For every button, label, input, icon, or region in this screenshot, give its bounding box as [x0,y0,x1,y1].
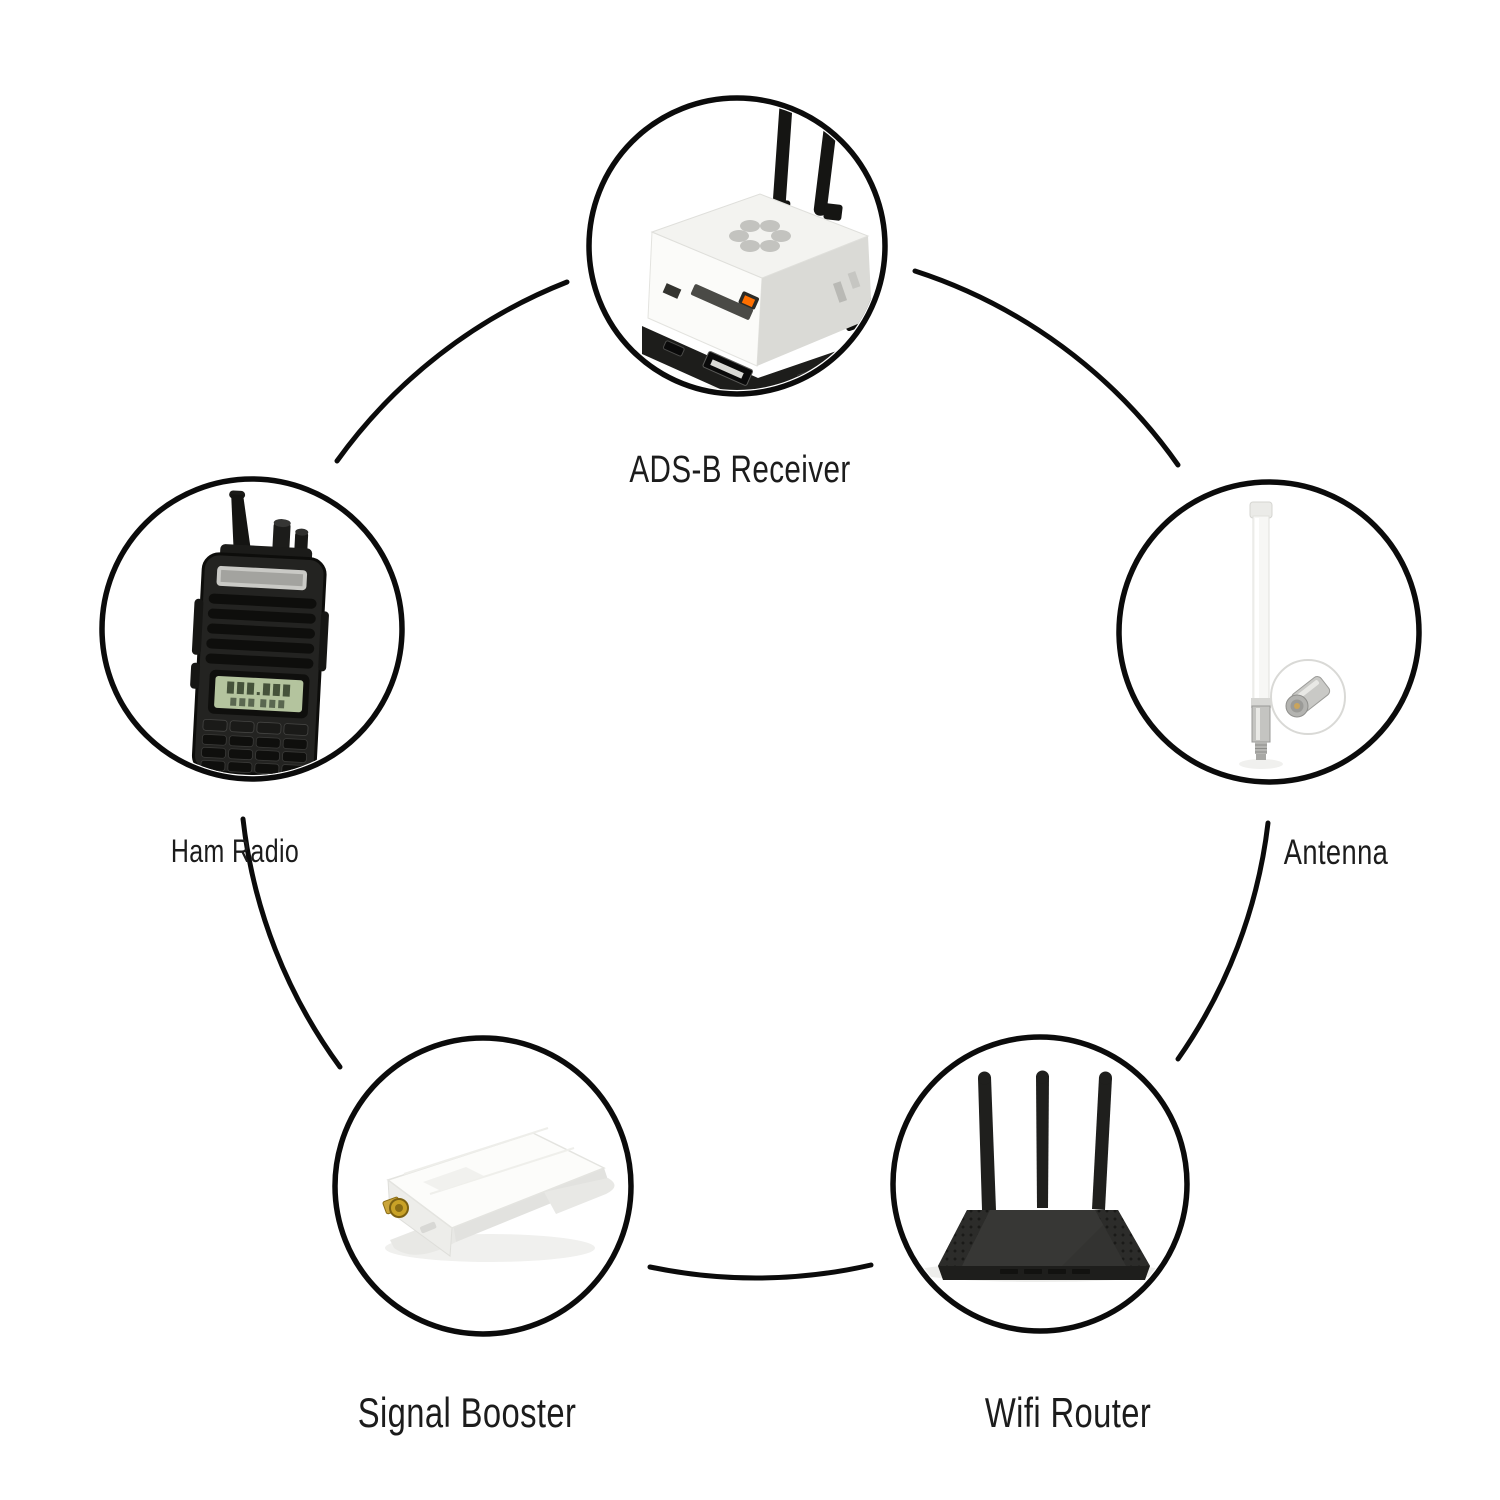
arc-ham-to-adsb [334,279,570,464]
ads-b-receiver-photo [640,102,881,390]
label-antenna: Antenna [1283,833,1389,872]
label-wifi-router: Wifi Router [984,1389,1152,1436]
fiberglass-antenna-photo [1239,501,1346,769]
label-ads-b-receiver: ADS-B Receiver [629,449,851,491]
vent-holes [729,220,791,252]
router-antennas [978,1070,1112,1210]
arc-antenna-to-router [1175,820,1271,1062]
radio-antenna-icon [229,490,252,558]
receiver-box [647,193,872,367]
antenna-rod [1249,501,1273,701]
wifi-router-photo [915,1070,1165,1282]
arc-adsb-to-antenna [912,268,1181,468]
ham-radio-photo [183,490,333,775]
signal-booster-photo [382,1127,615,1262]
sma-connector [382,1196,409,1218]
connector-inset-magnifier [1270,659,1346,735]
arc-booster-to-ham [240,816,343,1070]
label-signal-booster: Signal Booster [357,1389,577,1436]
antenna-connector [1251,698,1271,760]
booster-body [386,1127,615,1257]
speaker-grille [205,593,317,669]
ring-arcs [240,268,1271,1281]
arc-router-to-booster [647,1262,874,1281]
lcd-display [207,669,310,719]
status-led [741,295,756,308]
router-body [938,1210,1150,1280]
label-ham-radio: Ham Radio [170,833,300,869]
